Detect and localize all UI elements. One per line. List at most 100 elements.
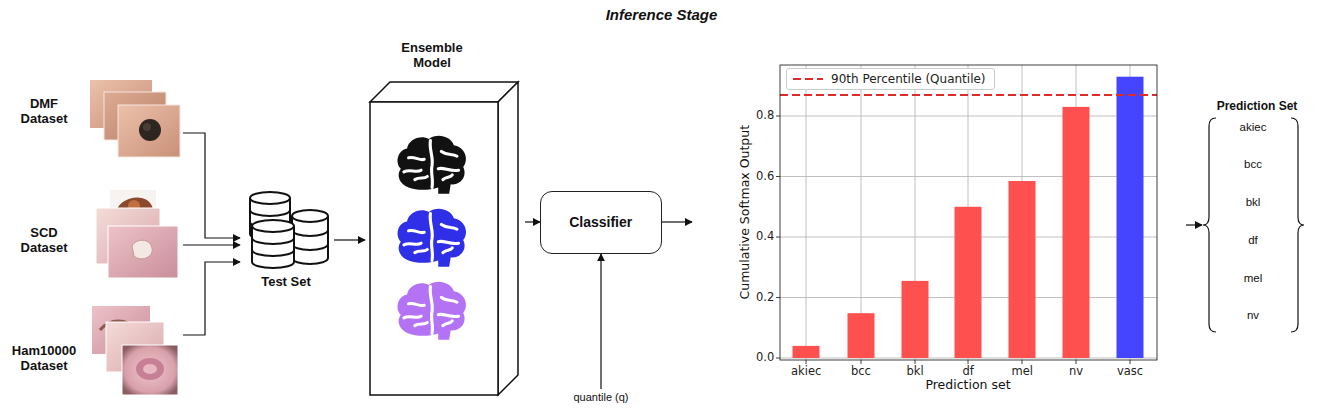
legend-line-sample <box>793 78 823 80</box>
chart-plot <box>776 65 1157 364</box>
chart-plot-part-part <box>776 176 780 177</box>
database-icon-part <box>252 238 294 244</box>
dataset-group: DMF Dataset <box>8 75 183 160</box>
ensemble-3d-box-part <box>498 82 518 395</box>
chart-plot-part <box>776 116 1130 364</box>
chart-plot-part-part <box>1130 360 1131 364</box>
category-label: akiec <box>791 365 821 379</box>
chart-plot-part <box>1117 77 1144 358</box>
database-icon-part <box>252 220 294 232</box>
chart-legend: 90th Percentile (Quantile) <box>786 68 995 90</box>
connector-arrow <box>525 221 540 222</box>
connector-arrow <box>183 262 240 335</box>
set-item: bcc <box>1221 158 1285 171</box>
dataset-group: Ham10000 Dataset <box>8 300 183 398</box>
database-icon <box>250 192 328 268</box>
chart-plot-part-part <box>780 116 1157 117</box>
chart-plot-part-part <box>776 297 780 298</box>
chart-plot-part-part <box>776 116 780 117</box>
set-item: df <box>1221 234 1285 247</box>
category-label: vasc <box>1117 365 1143 379</box>
chart-plot-part-part <box>861 360 862 364</box>
category-label: nv <box>1069 365 1083 379</box>
category-label: df <box>963 365 974 379</box>
chart-plot-part-part <box>776 237 780 238</box>
process-box: Classifier <box>540 191 662 254</box>
chart-plot-part-part <box>806 360 807 364</box>
chart-plot-part <box>793 107 1090 358</box>
set-item: bkl <box>1221 196 1285 209</box>
tick-label: 0.0 <box>756 351 774 365</box>
legend-text: 90th Percentile (Quantile) <box>831 72 986 86</box>
category-label: bkl <box>907 365 924 379</box>
connector-arrow <box>334 239 365 240</box>
axis-title: Cumulative Softmax Output <box>738 125 752 300</box>
set-item: mel <box>1221 272 1285 285</box>
set-item: nv <box>1221 309 1285 322</box>
chart-plot-part <box>780 65 1157 360</box>
category-label: mel <box>1012 365 1033 379</box>
dataset-group: SCD Dataset <box>8 185 183 280</box>
dataset-label: SCD Dataset <box>8 226 80 256</box>
tick-label: 0.8 <box>756 109 774 123</box>
chart-plot-part <box>780 65 1157 360</box>
brain-icon <box>398 136 466 194</box>
bar-chart: Cumulative Softmax OutputPrediction set <box>692 40 1186 400</box>
dmf-image-stack-part <box>118 105 180 157</box>
dataset-label: DMF Dataset <box>8 97 80 127</box>
database-icon-part <box>292 244 328 250</box>
ensemble-node: Ensemble Model <box>365 40 525 400</box>
chart-plot-part-part <box>776 358 780 359</box>
ham10000-image-stack-part <box>136 358 164 380</box>
chart-plot-part-part <box>902 281 929 358</box>
chart-plot-part-part <box>848 313 875 358</box>
scd-image-stack-part <box>132 240 152 259</box>
connector-arrow <box>662 221 692 222</box>
database-icon-part <box>292 230 328 236</box>
set-item: akiec <box>1221 121 1285 134</box>
set-heading: Prediction Set <box>1202 100 1312 114</box>
parameter-node: quantile (q) <box>556 389 648 407</box>
database-label: Test Set <box>240 275 332 290</box>
chart-plot-part-part <box>1009 181 1036 358</box>
scd-image-stack <box>96 190 178 278</box>
diagram-title: Inference Stage <box>0 6 1323 23</box>
legend-line-sample <box>793 74 823 84</box>
axis-title: Prediction set <box>868 378 1068 392</box>
parameter-label: quantile (q) <box>556 391 646 404</box>
brain-icon <box>398 209 466 267</box>
ham10000-image-stack-part <box>122 345 178 395</box>
chart-plot-part <box>780 65 1157 360</box>
chart-plot-part-part <box>793 346 820 358</box>
dmf-image-stack-part <box>139 119 161 141</box>
connector-arrow <box>183 133 240 238</box>
chart-plot-part-part <box>806 65 807 360</box>
dmf-image-stack-part <box>143 123 151 131</box>
chart-plot-part-part <box>1022 360 1023 364</box>
connector-arrow <box>183 244 240 245</box>
ensemble-label: Ensemble Model <box>382 41 482 71</box>
ham10000-image-stack <box>92 306 178 395</box>
chart-plot-part-part <box>915 360 916 364</box>
dataset-label: Ham10000 Dataset <box>8 344 80 374</box>
scd-image-stack-part <box>108 226 178 278</box>
process-label: Classifier <box>569 214 632 230</box>
ensemble-3d-box <box>370 82 518 395</box>
prediction-set: Prediction Set akiec bcc bkl df mel nv <box>1202 95 1314 345</box>
prediction-braces-part <box>1291 118 1304 332</box>
connector-arrow <box>1186 224 1202 225</box>
tick-label: 0.4 <box>756 230 774 244</box>
chart-plot-part-part <box>780 176 1157 177</box>
chart-plot-part-part <box>955 207 982 358</box>
category-label: bcc <box>851 365 871 379</box>
tick-label: 0.6 <box>756 170 774 184</box>
ham10000-image-stack-part <box>143 364 157 374</box>
prediction-braces-part <box>1203 118 1216 332</box>
chart-plot-part-part <box>1076 360 1077 364</box>
prediction-braces <box>1203 118 1304 332</box>
database-icon-part <box>292 210 328 222</box>
database-icon-part <box>292 216 328 264</box>
database-icon-part <box>252 250 294 256</box>
database-node: Test Set <box>240 185 334 295</box>
